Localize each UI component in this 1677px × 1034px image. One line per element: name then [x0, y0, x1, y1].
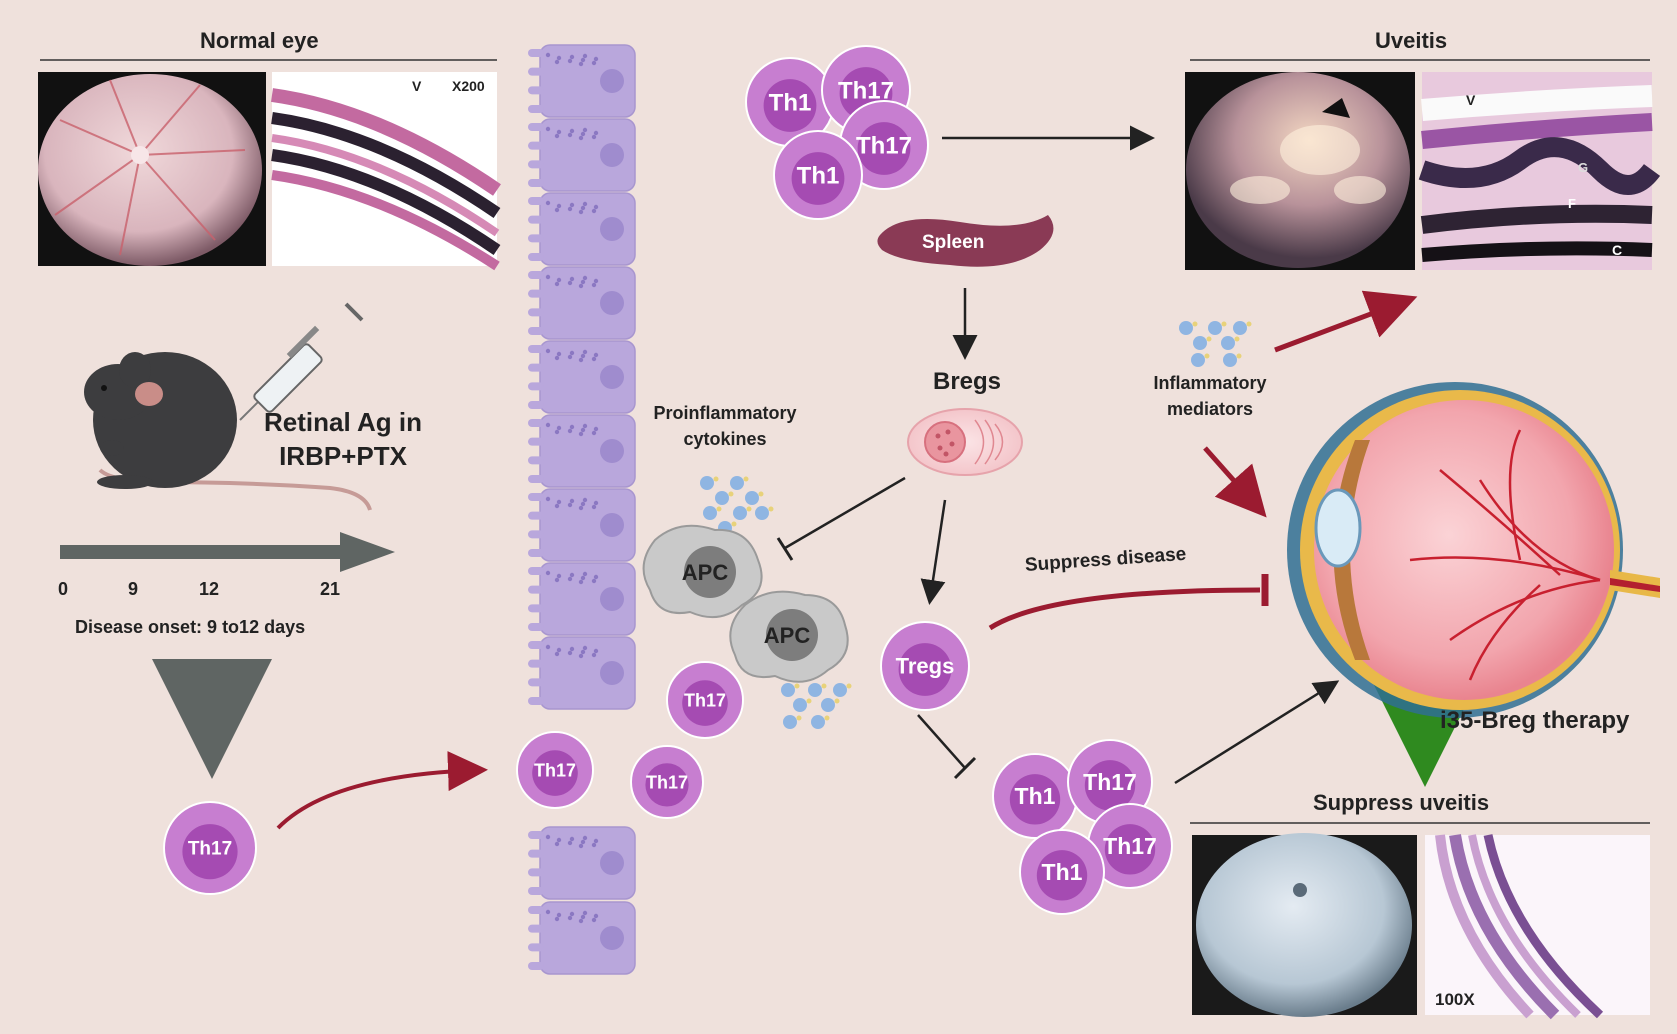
normal-histology-layers	[271, 88, 501, 271]
apc-cell	[642, 524, 763, 619]
tregs-cell: Tregs	[880, 621, 970, 711]
lesion-arrowhead	[1322, 98, 1350, 118]
uveitis-title: Uveitis	[1375, 28, 1448, 53]
th17-cell-label: Th17	[646, 772, 688, 792]
spleen-label: Spleen	[922, 232, 985, 253]
th17-cell-label: Th17	[838, 77, 894, 104]
apc-label: APC	[682, 560, 729, 585]
th17-cell: Th17	[666, 661, 744, 739]
spleen-organ	[877, 215, 1054, 267]
th17-cell-label: Th17	[1103, 833, 1157, 859]
suppress-histology-layers	[1435, 834, 1604, 1020]
th17-cell-label: Th17	[856, 132, 912, 159]
th17-cell: Th17	[821, 45, 911, 135]
suppress-magnification-label: 100X	[1435, 990, 1475, 1009]
th1-cell-label: Th1	[797, 162, 840, 189]
migration-arrow	[276, 751, 488, 830]
th17-cell: Th17	[516, 731, 594, 809]
normal-fundus-vessels	[54, 79, 246, 256]
timeline-tick: 9	[128, 579, 139, 599]
immunization-line-1: Retinal Ag in	[264, 407, 422, 437]
eye-illustration	[1287, 382, 1660, 718]
tregs-cell-label: Tregs	[896, 654, 955, 679]
uveitis-histology-v-label: V	[1466, 92, 1476, 108]
breg-cell	[907, 408, 1023, 476]
uveitis-histology-layers	[1418, 85, 1661, 262]
th1-cell: Th1	[773, 130, 863, 220]
disease-onset-label: Disease onset: 9 to12 days	[75, 617, 306, 637]
mouse-illustration	[84, 352, 372, 511]
th1-cell: Th1	[992, 753, 1078, 839]
bregs-to-tregs-arrow	[920, 499, 947, 605]
immunization-label: Retinal Ag in IRBP+PTX	[258, 405, 428, 473]
suppress-uveitis-title: Suppress uveitis	[1313, 790, 1490, 815]
th17-cell: Th17	[163, 801, 257, 895]
proinflammatory-cytokine-cluster	[700, 476, 774, 535]
normal-optic-disc	[131, 146, 149, 164]
th17-cell: Th17	[1087, 803, 1173, 889]
th1-cell-label: Th1	[1015, 783, 1056, 809]
timeline-tick: 12	[199, 579, 220, 599]
epithelial-barrier	[528, 44, 636, 975]
immunization-line-2: IRBP+PTX	[279, 441, 407, 471]
th17-cell-label: Th17	[534, 760, 576, 780]
th1-cell: Th1	[1019, 829, 1105, 915]
syringe-icon	[239, 302, 364, 421]
timeline-tick: 21	[320, 579, 341, 599]
th17-cell: Th17	[839, 100, 929, 190]
th17-cell: Th17	[1067, 739, 1153, 825]
apc-label: APC	[764, 623, 811, 648]
timeline-arrow	[60, 532, 395, 572]
inflammatory-mediator-cluster	[1179, 321, 1252, 367]
th17-cell-label: Th17	[684, 690, 726, 710]
inflammatory-line-1: Inflammatory	[1153, 373, 1267, 393]
th-cluster-to-eye-arrow	[1174, 680, 1340, 785]
bregs-inhibit-apc	[776, 476, 906, 561]
th1-cell-label: Th1	[769, 89, 812, 116]
apc-cell	[729, 590, 849, 683]
proinflammatory-cytokines-label: Proinflammatory cytokines	[635, 400, 815, 452]
mediators-to-eye-arrow	[1203, 446, 1267, 518]
uveitis-histology-g-label: G	[1578, 160, 1589, 175]
inflammatory-line-2: mediators	[1166, 399, 1254, 419]
normal-histology-v-label: V	[412, 78, 422, 94]
suppress-optic-disc	[1293, 883, 1307, 897]
normal-magnification-label: X200	[452, 78, 485, 94]
tregs-inhibit-th	[917, 714, 977, 780]
uveitis-histology-f-label: F	[1568, 196, 1576, 211]
mediators-to-uveitis-arrow	[1274, 290, 1418, 353]
bregs-label: Bregs	[933, 368, 1002, 395]
suppress-fundus-image	[1196, 833, 1412, 1017]
th17-cell-label: Th17	[188, 839, 232, 860]
th17-cell: Th17	[630, 745, 704, 819]
therapy-label: i35-Breg therapy	[1440, 707, 1630, 734]
normal-fundus-image	[38, 74, 262, 266]
uveitis-fundus-lesions	[1230, 125, 1386, 204]
proinflammatory-line-2: cytokines	[683, 429, 767, 449]
th1-cell: Th1	[745, 57, 835, 147]
th1-cell-label: Th1	[1042, 859, 1083, 885]
proinflammatory-line-1: Proinflammatory	[653, 403, 797, 423]
apc-cytokine-cluster	[781, 683, 852, 729]
inflammatory-mediators-label: Inflammatory mediators	[1130, 370, 1290, 422]
timeline-tick: 0	[58, 579, 69, 599]
uveitis-histology-c-label: C	[1612, 242, 1623, 258]
suppress-disease-inhibit	[988, 574, 1269, 631]
normal-eye-title: Normal eye	[200, 28, 319, 53]
th17-cell-label: Th17	[1083, 769, 1137, 795]
